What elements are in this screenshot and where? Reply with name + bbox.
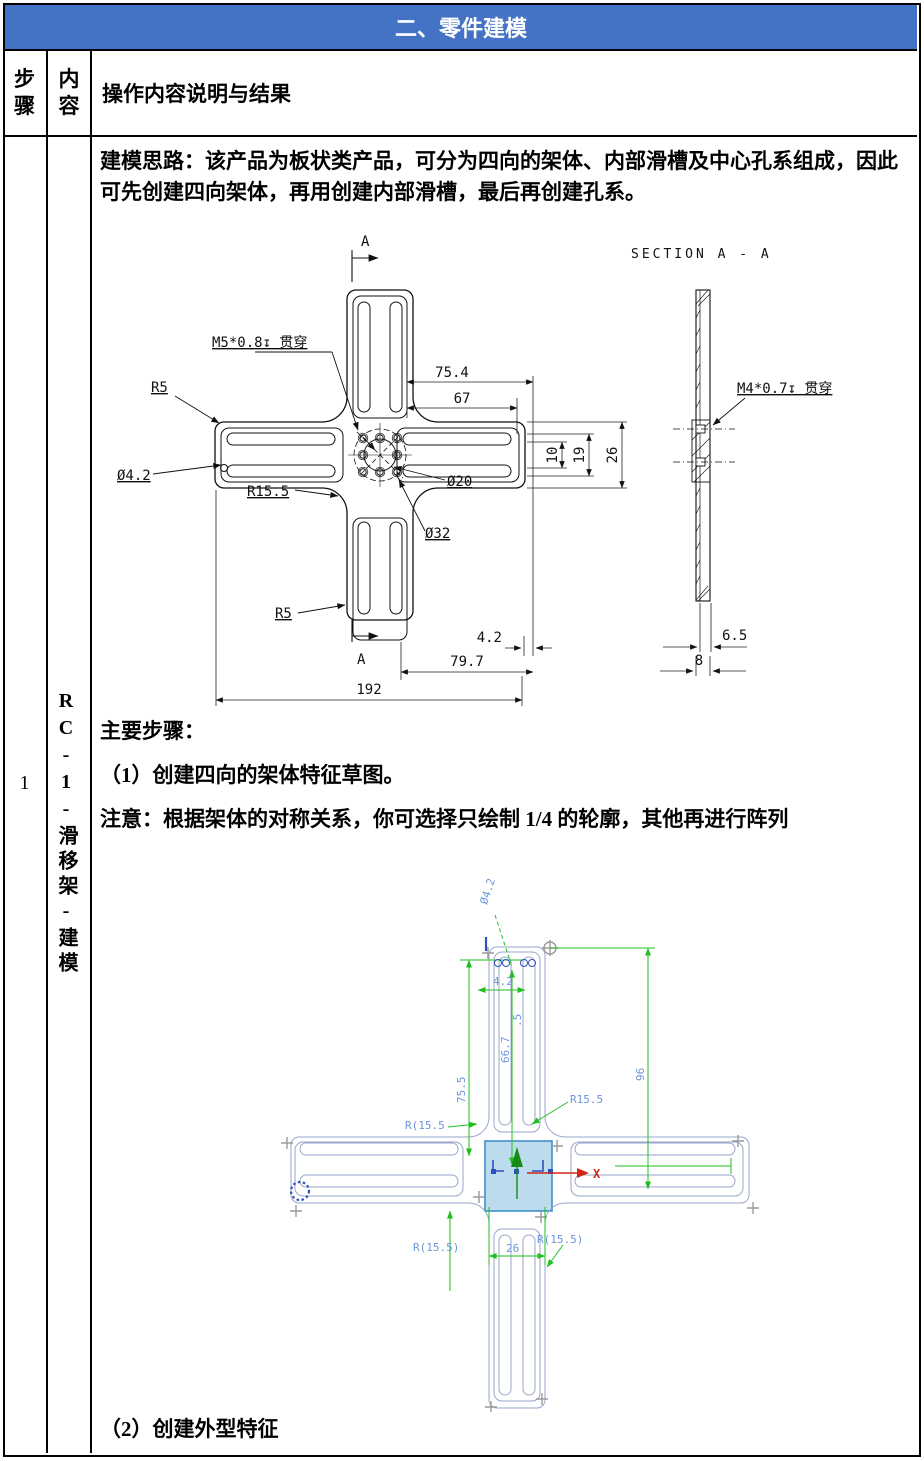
dim-8: 8 xyxy=(695,653,703,669)
col-header-step: 步骤 xyxy=(3,51,46,135)
section-title: SECTION A - A xyxy=(631,247,772,262)
section-hatching xyxy=(691,289,711,602)
dimension-lines xyxy=(215,376,627,706)
col-header-content-label: 内容 xyxy=(58,67,80,118)
table-title: 二、零件建模 xyxy=(394,16,527,41)
col-header-description-label: 操作内容说明与结果 xyxy=(102,82,291,106)
r5-top-callout: R5 xyxy=(151,380,168,396)
dia42-callout: Ø4.2 xyxy=(117,468,151,484)
col-header-content: 内容 xyxy=(48,51,90,135)
engineering-drawing: A A M5*0.8↧ 贯穿 R5 Ø4.2 R15.5 Ø20 Ø32 R5 xyxy=(95,228,923,716)
dim-79-7: 79.7 xyxy=(450,654,484,670)
step-1-text: （1）创建四向的架体特征草图。 xyxy=(100,763,405,787)
note-text: 注意：根据架体的对称关系，你可选择只绘制 1/4 的轮廓，其他再进行阵列 xyxy=(100,807,789,831)
dia32-callout: Ø32 xyxy=(425,526,450,542)
section-label-a-bottom: A xyxy=(357,652,366,668)
sketch-26-label: 26 xyxy=(506,1242,519,1255)
grid-line xyxy=(46,49,48,1453)
dim-4-2: 4.2 xyxy=(477,630,502,646)
dim-26: 26 xyxy=(605,447,621,464)
dim-10: 10 xyxy=(545,447,561,464)
dim-6-5: 6.5 xyxy=(722,628,747,644)
sketch-cross-outline xyxy=(290,946,750,1409)
cross-slots xyxy=(220,295,520,641)
dim-19: 19 xyxy=(572,447,588,464)
cad-sketch-image: Ø4.2 4.2 75.5 66.7 .5 96 R(15.5 R15.5 R(… xyxy=(265,875,815,1413)
dia20-callout: Ø20 xyxy=(447,474,472,490)
section-line-a xyxy=(351,250,379,642)
sketch-r155-tl-label: R(15.5 xyxy=(405,1119,445,1132)
dim-67: 67 xyxy=(454,391,471,407)
dim-192: 192 xyxy=(356,682,381,698)
sketch-r155-bl-label: R(15.5) xyxy=(413,1241,459,1254)
sketch-x-axis-label: X xyxy=(593,1167,601,1181)
callout-leaders xyxy=(152,351,446,614)
intro-paragraph: 建模思路：该产品为板状类产品，可分为四向的架体、内部滑槽及中心孔系组成，因此可先… xyxy=(100,149,898,204)
steps-heading: 主要步骤： xyxy=(100,719,205,743)
dim-75-4: 75.4 xyxy=(435,365,469,381)
step-number: 1 xyxy=(19,772,30,794)
sketch-dia42-label: Ø4.2 xyxy=(477,877,498,906)
sketch-dimensions xyxy=(447,914,732,1291)
sketch-755-label: 75.5 xyxy=(455,1077,468,1104)
section-view: SECTION A - A xyxy=(631,247,832,676)
col-header-step-label: 步骤 xyxy=(14,67,35,118)
sketch-96-label: 96 xyxy=(634,1068,647,1081)
table-title-bar: 二、零件建模 xyxy=(5,5,917,49)
table-outer-border xyxy=(3,3,921,1457)
sketch-selected-region[interactable] xyxy=(484,1140,553,1212)
grid-line xyxy=(5,49,917,51)
sketch-r155-tr-label: R15.5 xyxy=(570,1093,603,1106)
grid-line xyxy=(5,135,917,137)
sketch-667-label: 66.7 xyxy=(499,1037,512,1064)
sketch-axes xyxy=(511,1147,589,1199)
m5-thread-callout: M5*0.8↧ 贯穿 xyxy=(212,335,307,351)
col-header-description: 操作内容说明与结果 xyxy=(102,51,912,135)
m4-thread-callout: M4*0.7↧ 贯穿 xyxy=(737,381,832,397)
sketch-42-label: 4.2 xyxy=(493,975,513,988)
section-label-a-top: A xyxy=(361,234,370,250)
r5-bottom-callout: R5 xyxy=(275,606,292,622)
r155-callout: R15.5 xyxy=(247,484,289,500)
grid-line xyxy=(90,49,92,1453)
sketch-r155-br-label: R(15.5) xyxy=(537,1233,583,1246)
sketch-frag-label: .5 xyxy=(511,1014,524,1027)
center-hole-pattern xyxy=(348,423,412,487)
step-2-text: （2）创建外型特征 xyxy=(100,1417,279,1441)
part-label: RC-1-滑移架-建模 xyxy=(55,689,77,977)
cross-part-outline xyxy=(214,289,526,621)
